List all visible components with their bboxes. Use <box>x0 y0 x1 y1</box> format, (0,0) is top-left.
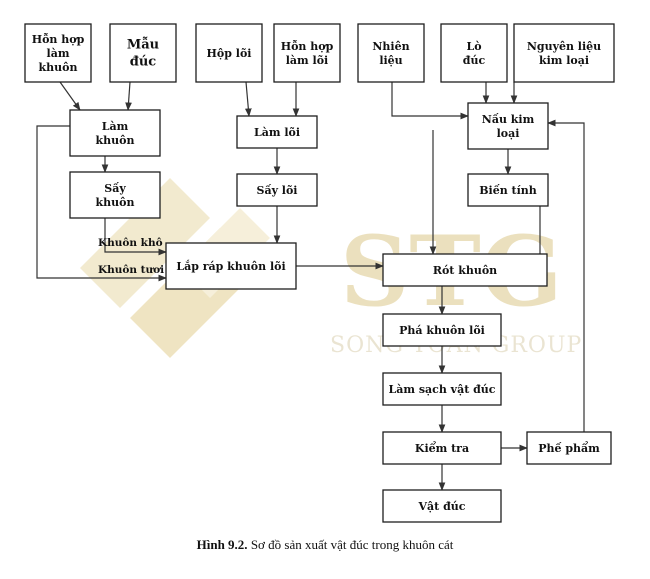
node-hop-loi: Hộp lõi <box>195 23 263 83</box>
node-label: Nhiên <box>372 40 409 53</box>
edge-label: Khuôn khô <box>98 237 163 249</box>
node-label: Sấy <box>104 182 126 195</box>
edge-nhien-lieu-to-nau-kim-loai <box>391 82 469 120</box>
node-box <box>467 102 549 150</box>
node-pha-khuon-loi: Phá khuôn lõi <box>382 313 502 347</box>
node-label: Vật đúc <box>418 500 466 513</box>
node-rot-khuon: Rót khuôn <box>382 253 548 287</box>
node-label: kim loại <box>539 54 589 67</box>
node-vat-duc: Vật đúc <box>382 489 502 523</box>
node-label: Rót khuôn <box>433 264 497 277</box>
node-lap-rap-khuon-loi: Lắp ráp khuôn lõi <box>165 242 297 290</box>
node-lam-sach-vat-duc: Làm sạch vật đúc <box>382 372 502 406</box>
node-box <box>513 23 615 83</box>
node-label: liệu <box>379 54 402 67</box>
node-label: Kiểm tra <box>415 441 469 455</box>
node-phe-pham: Phế phẩm <box>526 431 612 465</box>
node-label: Hỗn hợp <box>281 39 334 53</box>
node-label: Hỗn hợp <box>32 32 85 46</box>
edge-say-khuon-to-lap-rap-khuon-loi <box>104 218 167 256</box>
node-label: khuôn <box>96 134 135 147</box>
node-box <box>382 313 502 347</box>
node-label: Làm lõi <box>254 126 300 139</box>
edge-hop-loi-to-lam-loi <box>244 81 252 117</box>
node-box <box>467 173 549 207</box>
node-box <box>382 489 502 523</box>
node-label: Lò <box>466 40 481 53</box>
node-box <box>440 23 508 83</box>
edge-lam-khuon-to-lap-rap-khuon-loi <box>36 125 167 282</box>
node-box <box>109 23 177 83</box>
node-box <box>382 372 502 406</box>
node-label: Sấy lõi <box>257 184 298 197</box>
node-label: Phá khuôn lõi <box>399 324 485 337</box>
node-box <box>526 431 612 465</box>
node-say-loi: Sấy lõi <box>236 173 318 207</box>
node-box <box>382 431 502 465</box>
node-label: Phế phẩm <box>538 441 600 455</box>
node-mau-duc: Mẫu đúc <box>109 23 177 83</box>
node-label: làm <box>47 47 70 60</box>
node-box <box>236 173 318 207</box>
node-kiem-tra: Kiểm tra <box>382 431 502 465</box>
node-label: Làm <box>102 120 129 133</box>
node-label: làm lõi <box>286 54 328 67</box>
node-label: Hộp lõi <box>207 47 252 60</box>
node-box <box>69 109 161 157</box>
node-box <box>273 23 341 83</box>
node-box <box>195 23 263 83</box>
node-label: khuôn <box>39 61 78 74</box>
node-label: loại <box>497 127 520 140</box>
caption-text: Sơ đồ sản xuất vật đúc trong khuôn cát <box>247 537 454 552</box>
edge-phe-pham-to-nau-kim-loai <box>547 119 585 432</box>
node-box <box>24 23 92 83</box>
node-label: Lắp ráp khuôn lõi <box>176 259 285 273</box>
node-label: Nấu kim <box>482 113 535 126</box>
node-label: Nguyên liệu <box>527 40 601 53</box>
node-box <box>165 242 297 290</box>
node-label: Mẫu <box>127 37 159 53</box>
node-box <box>236 115 318 149</box>
node-label: Biến tính <box>479 184 537 197</box>
edge-hon-hop-lam-khuon-to-lam-khuon <box>59 81 81 111</box>
node-box <box>357 23 425 83</box>
node-box <box>382 253 548 287</box>
node-label: Làm sạch vật đúc <box>389 383 496 396</box>
figure-caption: Hình 9.2. Sơ đồ sản xuất vật đúc trong k… <box>0 537 650 553</box>
node-label: đúc <box>130 55 157 70</box>
node-label: khuôn <box>96 196 135 209</box>
node-lam-loi: Làm lõi <box>236 115 318 149</box>
node-box <box>69 171 161 219</box>
caption-label: Hình 9.2. <box>196 537 248 552</box>
node-label: đúc <box>463 54 486 67</box>
edge-label: Khuôn tươi <box>98 264 164 276</box>
node-bien-tinh: Biến tính <box>467 173 549 207</box>
edge-mau-duc-to-lam-khuon <box>125 81 132 111</box>
